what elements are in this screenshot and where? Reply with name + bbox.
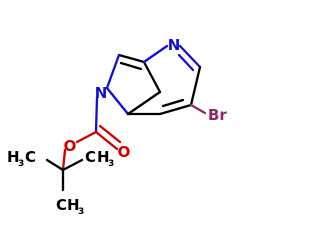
methyl-bottom-c: C: [56, 196, 67, 214]
methyl-bottom-label: C H 3: [56, 196, 84, 217]
methyl-right-h: H: [97, 148, 110, 166]
bond-carbonyl-o-ester: [75, 130, 98, 144]
bond-c6-c7-double: [161, 98, 185, 108]
bond-n4-c5: [178, 44, 202, 69]
atom-n-pyrrole: N: [95, 84, 108, 102]
atom-n-pyridine: N: [168, 36, 181, 54]
bond-n4-c5-double: [177, 53, 195, 72]
methyl-left-c: C: [25, 148, 36, 166]
methyl-left-label: H 3 C: [7, 148, 36, 169]
bond-n1-c2: [105, 53, 121, 90]
methyl-right-c: C: [85, 148, 96, 166]
bond-c2-c3-double: [119, 61, 143, 71]
bond-n1-c7a: [105, 86, 130, 116]
methyl-right-sub: 3: [108, 159, 114, 169]
methyl-right-label: C H 3: [85, 148, 114, 169]
methyl-bottom-h: H: [67, 196, 80, 214]
bond-c2-c3: [117, 53, 146, 64]
atom-o-carbonyl: O: [118, 143, 131, 161]
bond-o-quaternary-c: [61, 148, 67, 172]
atom-bromine: Br: [208, 106, 227, 124]
bond-quaternary-c-methyl-left: [45, 158, 65, 172]
bond-c6-br: [189, 103, 207, 115]
bond-c6-c7: [158, 103, 193, 116]
methyl-left-h: H: [7, 148, 20, 166]
methyl-bottom-sub: 3: [78, 207, 84, 217]
bond-c3a-n4: [142, 44, 169, 64]
methyl-left-sub: 3: [18, 159, 24, 169]
atom-o-ester: O: [64, 137, 77, 155]
bond-c3-c3a: [142, 60, 162, 94]
bond-c5-c6: [189, 65, 202, 107]
bond-carbonyl-o-double-b: [98, 124, 122, 144]
bond-c3a-c7a: [126, 90, 162, 116]
molecule-structure-diagram: N N Br O O H 3 C C H 3 C H 3: [7, 36, 227, 217]
bond-quaternary-c-methyl-right: [61, 158, 84, 172]
bond-n1-carbonyl: [94, 96, 99, 134]
bond-carbonyl-o-double-a: [94, 130, 119, 151]
